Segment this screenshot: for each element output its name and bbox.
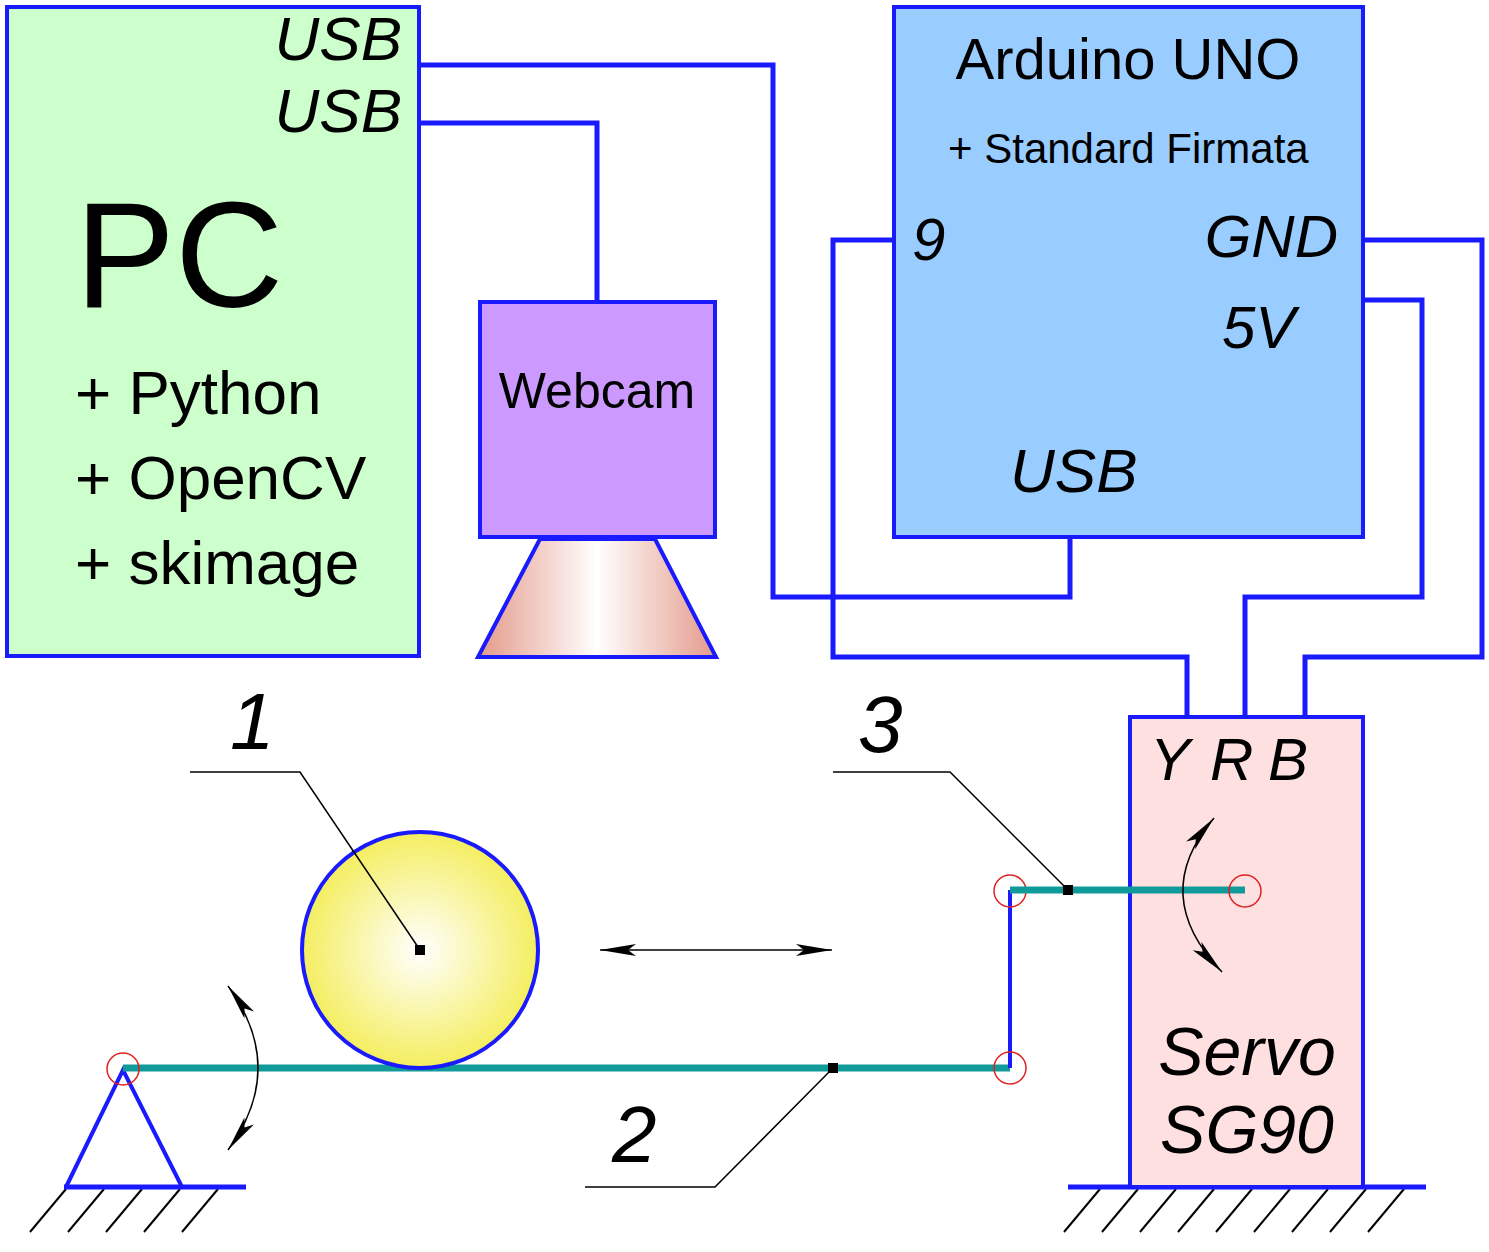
leader-line [833, 772, 1068, 890]
leader-dot [415, 945, 425, 955]
pivot-support [66, 1070, 182, 1187]
callout-number: 1 [230, 682, 275, 762]
port-label: USB [1010, 440, 1170, 502]
callout-number: 2 [612, 1095, 657, 1175]
rotation-arrow [1183, 818, 1222, 972]
ground-line [64, 1185, 246, 1190]
leader-line [585, 1068, 833, 1187]
joint [994, 1052, 1026, 1084]
box-title: PC [75, 180, 405, 330]
pin-label: Y [1150, 730, 1200, 790]
port-label: USB [262, 80, 402, 142]
software-item: + OpenCV [75, 447, 405, 509]
joint [107, 1053, 139, 1085]
rotation-arrow [228, 986, 258, 1150]
motion-arrow [600, 949, 832, 951]
pin-label: GND [1188, 207, 1338, 267]
link-rod [1008, 890, 1012, 1068]
leader-dot [1063, 885, 1073, 895]
port-label: USB [262, 8, 402, 70]
computer-box: USB USB PC + Python + OpenCV + skimage [5, 5, 421, 658]
box-title: Arduino UNO [900, 30, 1356, 88]
webcam-box: Webcam [478, 300, 717, 539]
pin-label: R [1210, 730, 1260, 790]
pin-label: B [1268, 730, 1318, 790]
box-title: Servo SG90 [1140, 1012, 1354, 1168]
box-title: Webcam [484, 366, 710, 416]
joint [1229, 875, 1261, 907]
servo-box: YRB Servo SG90 [1128, 715, 1365, 1189]
servo-arm [1010, 887, 1245, 894]
firmware-label: + Standard Firmata [948, 128, 1353, 170]
wire [421, 123, 597, 300]
webcam-lens [478, 539, 716, 657]
controller-box: Arduino UNO + Standard Firmata 9 GND 5V USB [892, 5, 1365, 539]
leader-dot [1063, 885, 1073, 895]
ground-hatching [30, 1189, 1404, 1232]
leader-line [190, 772, 420, 950]
callout-number: 3 [858, 685, 903, 765]
software-item: + Python [75, 362, 405, 424]
beam [123, 1065, 1010, 1072]
pin-label: 5V [1222, 298, 1332, 358]
leader-dot [828, 1063, 838, 1073]
ball [302, 832, 538, 1068]
pin-label: 9 [912, 210, 972, 270]
software-item: + skimage [75, 532, 405, 594]
